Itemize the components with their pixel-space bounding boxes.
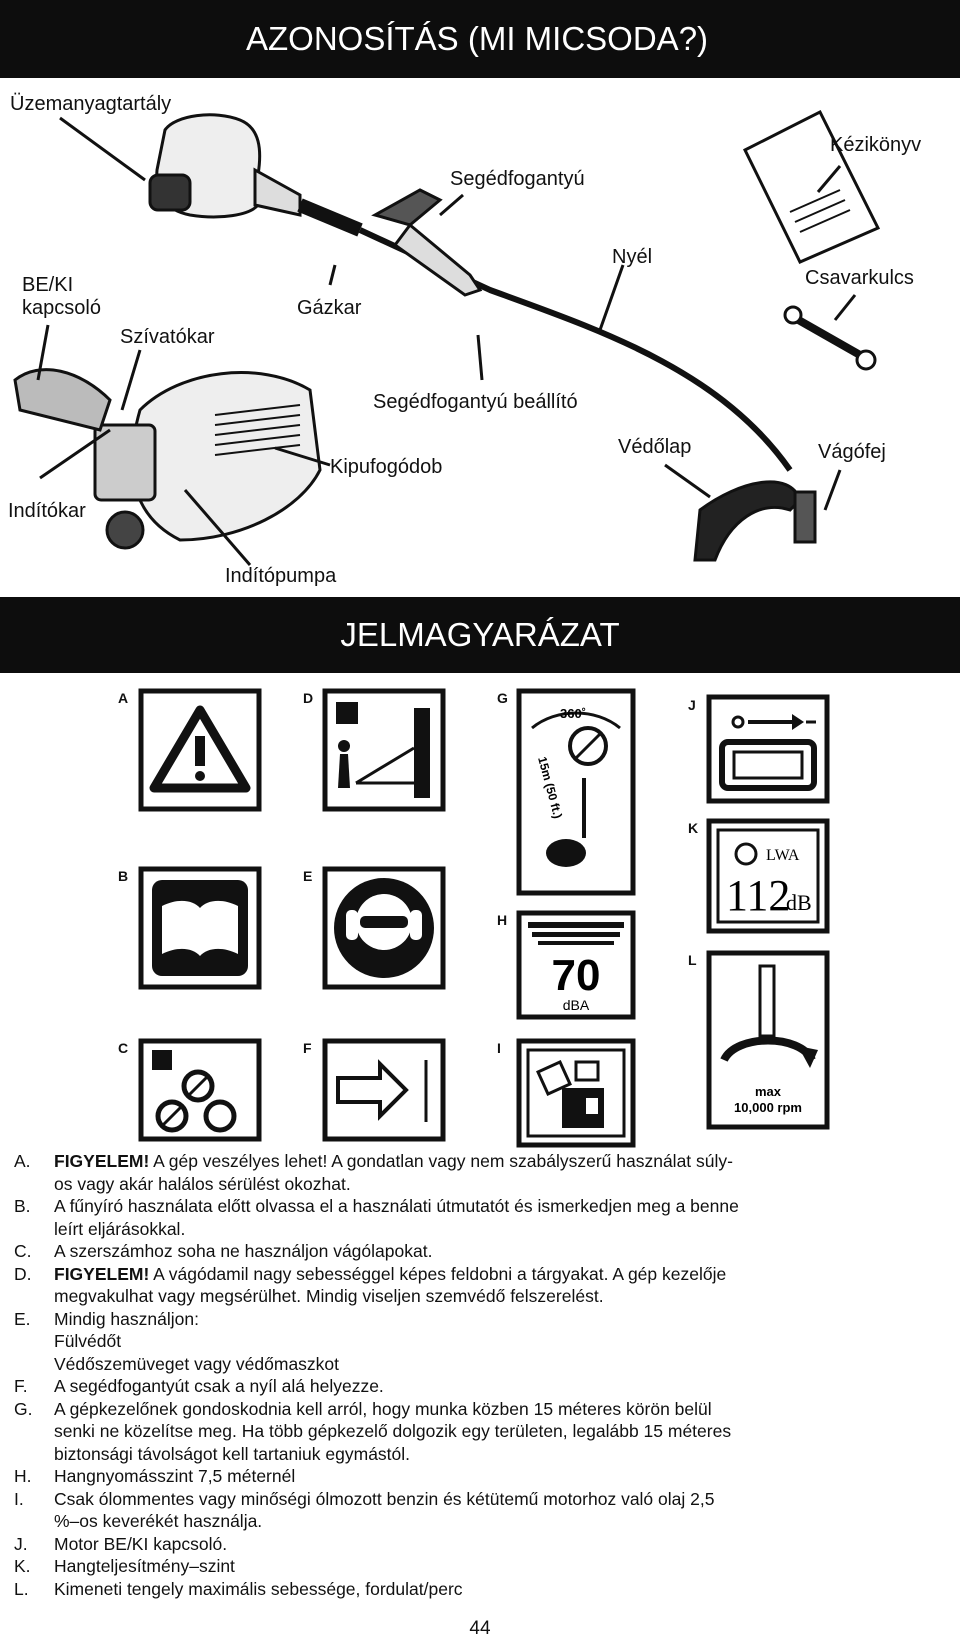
page-number: 44 <box>0 1618 960 1640</box>
legend-item-h: H. Hangnyomásszint 7,5 méternél <box>14 1465 914 1488</box>
warning-triangle-icon <box>138 688 262 812</box>
symbol-letter-k: K <box>688 820 698 836</box>
legend-item-j: J. Motor BE/KI kapcsoló. <box>14 1533 914 1556</box>
on-off-switch-icon <box>706 694 830 804</box>
trimmer-illustration <box>0 0 960 597</box>
no-blades-icon <box>138 1038 262 1142</box>
legend-list: A. FIGYELEM! A gép veszélyes lehet! A go… <box>14 1150 914 1600</box>
sound-pressure-icon: 70 dBA <box>516 910 636 1020</box>
label-on-off-1: BE/KI <box>22 273 73 297</box>
symbol-letter-e: E <box>303 868 312 884</box>
label-cutting-head: Vágófej <box>818 440 886 464</box>
k-tag: LWA <box>766 847 800 864</box>
symbol-letter-d: D <box>303 690 313 706</box>
label-starter: Indítókar <box>8 499 86 523</box>
k-unit: dB <box>786 890 812 915</box>
label-shaft: Nyél <box>612 245 652 269</box>
open-book-icon <box>138 866 262 990</box>
label-choke: Szívatókar <box>120 325 214 349</box>
h-unit: dBA <box>563 997 590 1013</box>
l-max: max <box>755 1084 782 1099</box>
l-rpm: 10,000 rpm <box>734 1100 802 1115</box>
legend-item-f: F. A segédfogantyút csak a nyíl alá hely… <box>14 1375 914 1398</box>
symbol-letter-i: I <box>497 1040 501 1056</box>
legend-item-a: A. FIGYELEM! A gép veszélyes lehet! A go… <box>14 1150 914 1195</box>
legend-item-c: C. A szerszámhoz soha ne használjon vágó… <box>14 1240 914 1263</box>
symbol-letter-b: B <box>118 868 128 884</box>
arrow-right-icon <box>322 1038 446 1142</box>
fuel-mix-icon <box>516 1038 636 1148</box>
symbol-letter-c: C <box>118 1040 128 1056</box>
legend-item-d: D. FIGYELEM! A vágódamil nagy sebességge… <box>14 1263 914 1308</box>
legend-title: JELMAGYARÁZAT <box>340 616 619 654</box>
sound-power-icon: LWA 112 dB <box>706 818 830 934</box>
label-aux-handle-adjuster: Segédfogantyú beállító <box>373 390 578 414</box>
label-guard: Védőlap <box>618 435 691 459</box>
ear-eye-protection-icon <box>322 866 446 990</box>
symbol-letter-a: A <box>118 690 128 706</box>
k-value: 112 <box>726 871 790 920</box>
symbol-letter-g: G <box>497 690 508 706</box>
max-rpm-icon: max 10,000 rpm <box>706 950 830 1130</box>
label-on-off-2: kapcsoló <box>22 296 101 320</box>
legend-item-b: B. A fűnyíró használata előtt olvassa el… <box>14 1195 914 1240</box>
label-throttle: Gázkar <box>297 296 361 320</box>
label-aux-handle: Segédfogantyú <box>450 167 585 191</box>
symbol-letter-l: L <box>688 952 697 968</box>
label-fuel-tank: Üzemanyagtartály <box>10 92 171 116</box>
legend-item-g: G. A gépkezelőnek gondoskodnia kell arró… <box>14 1398 914 1466</box>
label-primer: Indítópumpa <box>225 564 336 588</box>
legend-item-k: K. Hangteljesítmény–szint <box>14 1555 914 1578</box>
legend-item-l: L. Kimeneti tengely maximális sebessége,… <box>14 1578 914 1601</box>
symbol-letter-h: H <box>497 912 507 928</box>
label-wrench: Csavarkulcs <box>805 266 914 290</box>
h-value: 70 <box>552 951 601 1000</box>
safety-distance-icon: 360˚ 15m (50 ft.) <box>516 688 636 896</box>
legend-header: JELMAGYARÁZAT <box>0 597 960 673</box>
label-muffler: Kipufogódob <box>330 455 442 479</box>
label-manual: Kézikönyv <box>830 133 921 157</box>
g-angle: 360˚ <box>560 706 586 721</box>
thrown-objects-icon <box>322 688 446 812</box>
symbol-letter-j: J <box>688 697 696 713</box>
symbol-letter-f: F <box>303 1040 312 1056</box>
legend-item-i: I. Csak ólommentes vagy minőségi ólmozot… <box>14 1488 914 1533</box>
